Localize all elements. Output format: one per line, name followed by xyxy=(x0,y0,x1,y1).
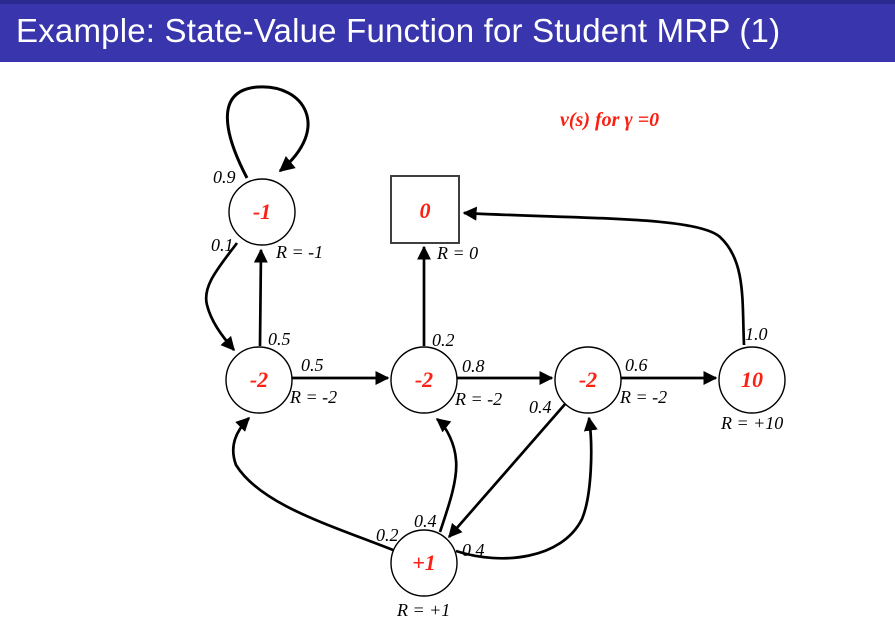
prob-pub-to-class1: 0.2 xyxy=(376,525,399,545)
reward-class3: R = -2 xyxy=(619,387,667,407)
edge-pub-to-class1 xyxy=(231,417,394,552)
node-sleep-square xyxy=(390,175,460,244)
edge-class1-to-facebook xyxy=(253,248,268,347)
edge-class3-to-pub xyxy=(447,402,568,539)
value-class2: -2 xyxy=(415,367,433,392)
edge-pub-to-class3 xyxy=(455,416,598,560)
diagram-canvas: -1 -2 -2 -2 10 +1 0 0.9 0.1 0.5 0.5 0.2 … xyxy=(0,62,895,623)
node-class3-circle xyxy=(554,346,622,414)
edge-pass-to-sleep xyxy=(462,206,746,346)
value-pass: 10 xyxy=(741,367,763,392)
title-bar: Example: State-Value Function for Studen… xyxy=(0,0,895,62)
value-class3: -2 xyxy=(579,367,597,392)
prob-facebook-self: 0.9 xyxy=(213,167,236,187)
prob-class2-to-class3: 0.8 xyxy=(462,356,485,376)
node-pub-circle xyxy=(390,529,458,597)
value-class1: -2 xyxy=(250,367,268,392)
prob-class2-to-sleep: 0.2 xyxy=(432,330,455,350)
mrp-state-diagram: -1 -2 -2 -2 10 +1 0 0.9 0.1 0.5 0.5 0.2 … xyxy=(204,85,786,620)
prob-class3-to-pass: 0.6 xyxy=(625,355,648,375)
reward-class1: R = -2 xyxy=(289,387,337,407)
value-sleep: 0 xyxy=(420,198,431,223)
value-pub: +1 xyxy=(412,550,436,575)
prob-class1-to-class2: 0.5 xyxy=(301,355,324,375)
reward-pub: R = +1 xyxy=(396,600,450,620)
prob-class3-to-pub: 0.4 xyxy=(529,397,552,417)
prob-facebook-to-class1: 0.1 xyxy=(211,235,234,255)
prob-pub-to-class2: 0.4 xyxy=(414,511,437,531)
prob-pass-to-sleep: 1.0 xyxy=(745,324,768,344)
prob-pub-to-class3: 0.4 xyxy=(462,540,485,560)
reward-facebook: R = -1 xyxy=(275,242,323,262)
node-pass-circle xyxy=(718,346,786,414)
node-facebook-circle xyxy=(228,178,296,246)
node-class2-circle xyxy=(390,346,458,414)
prob-class1-to-facebook: 0.5 xyxy=(268,329,291,349)
value-facebook: -1 xyxy=(253,199,271,224)
edge-facebook-self-loop xyxy=(225,85,310,179)
reward-class2: R = -2 xyxy=(454,389,502,409)
reward-pass: R = +10 xyxy=(720,413,783,433)
caption-value-function: v(s) for γ =0 xyxy=(560,109,659,131)
slide-title: Example: State-Value Function for Studen… xyxy=(16,12,781,49)
edge-facebook-to-class1 xyxy=(204,242,239,352)
node-class1-circle xyxy=(225,346,293,414)
edge-pub-to-class2 xyxy=(435,417,458,533)
reward-sleep: R = 0 xyxy=(436,243,478,263)
